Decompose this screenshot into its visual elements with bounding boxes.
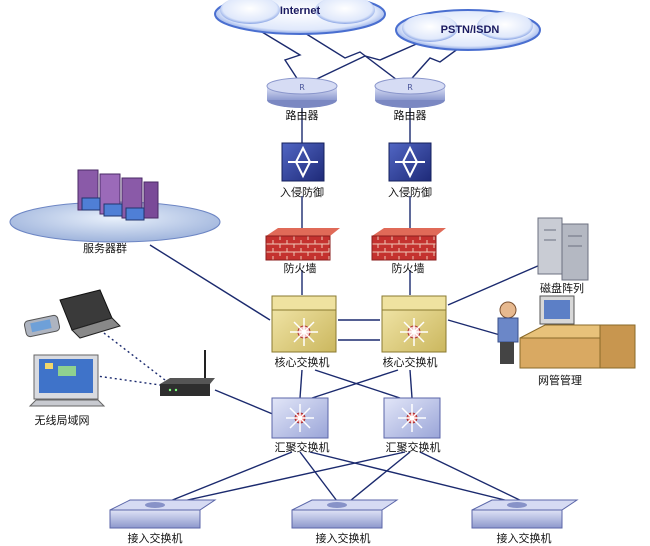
core-switch-right	[381, 295, 447, 353]
disk-array	[537, 217, 589, 281]
link-pda-wifi	[99, 329, 166, 381]
link-agg-left-access-1	[159, 451, 293, 506]
disk-array-label: 磁盘阵列	[540, 281, 584, 295]
link-core-agg-rr	[409, 369, 413, 399]
access-switch-2	[291, 499, 399, 529]
link-agg-left-access-3	[309, 451, 526, 506]
access-switch-3	[471, 499, 579, 529]
server-group	[9, 169, 221, 243]
access-switch-1-label: 接入交换机	[128, 531, 183, 545]
link-internet-router-left	[261, 31, 303, 87]
link-core-agg-rl	[311, 369, 399, 399]
ips-left	[281, 142, 325, 182]
laptop	[59, 289, 121, 339]
svg-text:R: R	[407, 83, 413, 92]
link-agg-right-access-1	[164, 451, 406, 506]
link-pstn-router-left	[301, 37, 431, 87]
internet-cloud: Internet	[214, 0, 386, 35]
core-switch-left-label: 核心交换机	[275, 355, 330, 369]
wireless-ap	[160, 350, 215, 396]
ips-left-label: 入侵防御	[280, 185, 324, 199]
pstn-label: PSTN/ISDN	[441, 24, 500, 36]
ips-right	[388, 142, 432, 182]
link-pc-wifi	[89, 374, 161, 386]
access-switch-3-label: 接入交换机	[497, 531, 552, 545]
network-mgmt-workstation	[497, 295, 636, 369]
ips-right-label: 入侵防御	[388, 185, 432, 199]
access-switch-1	[109, 499, 217, 529]
firewall-left	[265, 228, 340, 261]
network-mgmt-label: 网管管理	[538, 373, 582, 387]
link-agg-right-access-3	[419, 451, 531, 506]
core-switch-right-label: 核心交换机	[383, 355, 438, 369]
agg-switch-right	[383, 397, 441, 439]
link-mgmt-core	[447, 319, 501, 336]
access-switch-2-label: 接入交换机	[316, 531, 371, 545]
link-servers-core	[149, 244, 271, 321]
firewall-right	[371, 228, 446, 261]
firewall-left-label: 防火墙	[284, 261, 317, 275]
link-internet-router-right	[299, 29, 406, 87]
pda	[23, 314, 61, 338]
agg-switch-right-label: 汇聚交换机	[386, 440, 441, 454]
desktop-pc	[28, 354, 106, 407]
core-switch-left	[271, 295, 337, 353]
router-left: R	[266, 77, 338, 108]
firewall-right-label: 防火墙	[392, 261, 425, 275]
router-left-label: 路由器	[286, 108, 319, 122]
link-pstn-router-right	[404, 39, 471, 87]
svg-text:R: R	[299, 83, 305, 92]
pstn-cloud: PSTN/ISDN	[395, 9, 541, 51]
wireless-lan-label: 无线局域网	[35, 413, 90, 427]
link-core-agg-lr	[314, 369, 401, 399]
agg-switch-left-label: 汇聚交换机	[275, 440, 330, 454]
link-core-agg-ll	[299, 369, 303, 399]
link-agg-left-access-2	[299, 451, 341, 506]
link-agg-right-access-2	[344, 451, 411, 506]
link-disk-core	[447, 264, 541, 306]
link-wifi-agg	[214, 389, 276, 416]
server-group-label: 服务器群	[83, 241, 127, 255]
agg-switch-left	[271, 397, 329, 439]
router-right-label: 路由器	[394, 108, 427, 122]
internet-label: Internet	[280, 5, 321, 17]
router-right: R	[374, 77, 446, 108]
